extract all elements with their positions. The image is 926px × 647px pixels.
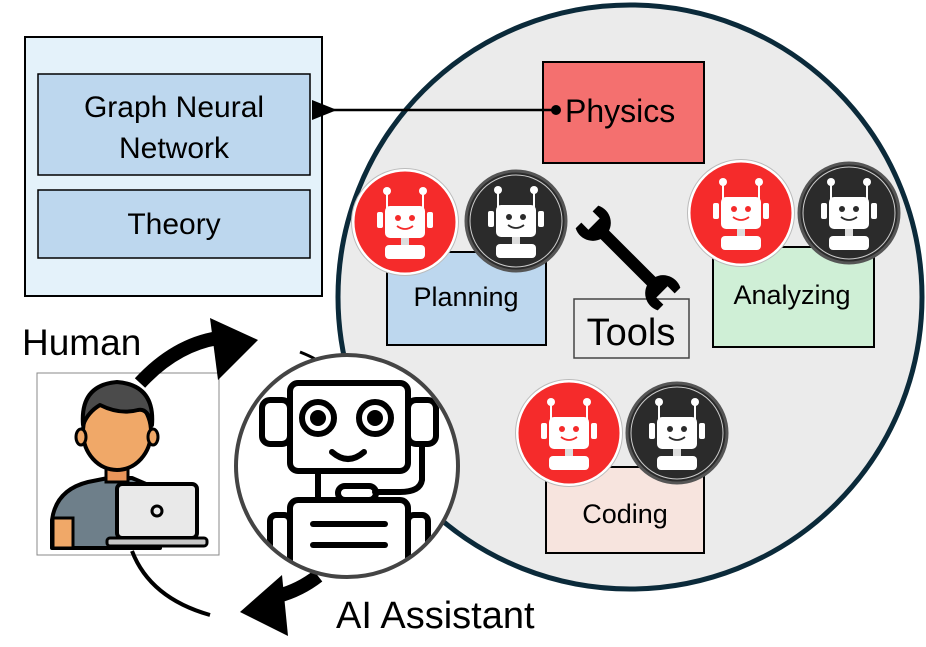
person-with-laptop-icon bbox=[36, 372, 220, 556]
tools-box bbox=[573, 298, 690, 359]
human-to-assistant-arrow bbox=[134, 318, 258, 388]
agent-label: Coding bbox=[582, 499, 668, 529]
physics-label: Physics bbox=[565, 93, 675, 129]
tools-label: Tools bbox=[587, 312, 676, 354]
agent-world-circle bbox=[335, 2, 925, 592]
theory-box: Theory bbox=[37, 189, 311, 259]
agent-label: Planning bbox=[413, 282, 518, 312]
human-label: Human bbox=[22, 322, 141, 363]
gnn-box: Graph Neural Network bbox=[37, 73, 311, 176]
robot-assistant-icon bbox=[234, 353, 460, 579]
model-panel: Graph Neural Network Theory bbox=[24, 36, 323, 297]
assistant-label: AI Assistant bbox=[336, 595, 535, 637]
agent-label: Analyzing bbox=[733, 280, 850, 310]
tools: Tools bbox=[573, 205, 690, 359]
human-return-arc bbox=[130, 550, 211, 617]
gnn-label-line-2: Network bbox=[119, 132, 230, 165]
black-robot-icon bbox=[464, 169, 568, 273]
red-robot-icon bbox=[515, 379, 623, 487]
agent-planning: Planning bbox=[351, 168, 568, 346]
wrench-icon bbox=[575, 205, 681, 311]
agent-analyzing: Analyzing bbox=[687, 159, 901, 348]
theory-label: Theory bbox=[127, 208, 220, 241]
gnn-label-line-1: Graph Neural bbox=[84, 91, 264, 124]
physics-to-model-arrow bbox=[312, 100, 561, 120]
red-robot-icon bbox=[351, 168, 459, 276]
assistant-to-human-arrow bbox=[240, 570, 323, 636]
agent-coding: Coding bbox=[515, 379, 729, 554]
red-robot-icon bbox=[687, 159, 795, 267]
black-robot-icon bbox=[625, 381, 729, 485]
black-robot-icon bbox=[797, 161, 901, 265]
physics-box: Physics bbox=[542, 61, 705, 164]
